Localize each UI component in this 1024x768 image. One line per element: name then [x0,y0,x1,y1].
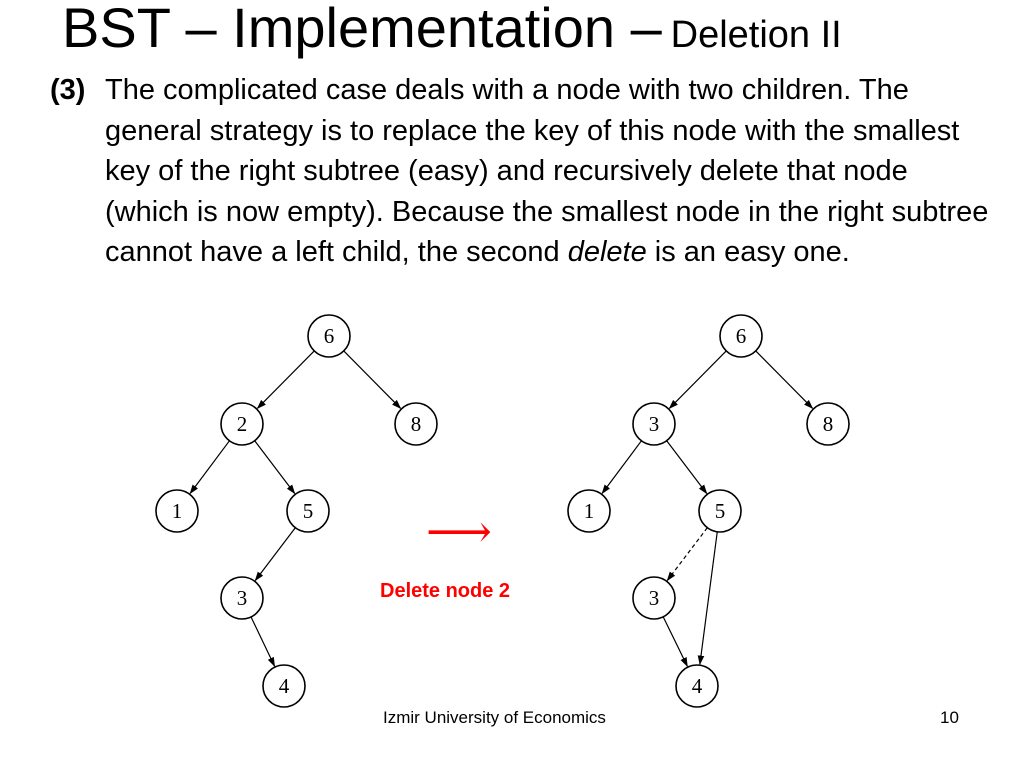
tree-before-node-label-2: 2 [237,412,248,436]
slide-title: BST – Implementation – Deletion II [62,0,842,56]
tree-after-node-4 [675,664,719,708]
slide-footer: Izmir University of Economics [383,708,606,727]
tree-before-edge-2-1 [189,440,230,495]
tree-before-edge-6-8 [343,350,402,410]
tree-after-node-3b [632,576,676,620]
tree-after-edge-3-1 [601,440,642,495]
tree-before-node-label-1: 1 [172,499,183,523]
body-text-emphasis: delete [567,236,647,268]
tree-before-edge-3-4 [250,616,276,668]
tree-after-edge-6-8 [755,350,814,410]
tree-before-node-1 [155,489,199,533]
tree-before-node-5 [286,489,330,533]
tree-after-edge-3-5 [666,440,708,495]
tree-before-edge-5-3 [254,527,296,582]
tree-after-node-3 [632,402,676,446]
tree-before-node-6 [307,314,351,358]
body-paragraph: The complicated case deals with a node w… [105,70,990,273]
tree-after-edge-3b-4 [662,616,688,668]
tree-before-node-8 [394,402,438,446]
tree-after-node-label-4: 4 [692,674,703,698]
tree-before-node-label-3: 3 [237,586,248,610]
transform-caption: Delete node 2 [380,580,511,602]
tree-after-node-label-6: 6 [736,324,747,348]
tree-before-node-label-8: 8 [411,412,422,436]
slide-title-main: BST – Implementation – [62,0,662,59]
tree-after-node-label-3b: 3 [649,586,660,610]
tree-after-edge-5-4 [697,531,718,666]
tree-after-node-label-5: 5 [715,499,726,523]
tree-after: 6 3 8 1 5 3 4 [567,314,850,708]
tree-before-node-label-5: 5 [303,499,314,523]
body-text-part-2: is an easy one. [646,236,850,268]
transform-arrow-icon: ⟶ [426,504,492,558]
tree-before: 6 2 8 1 5 3 4 [155,314,438,708]
body-block: (3) The complicated case deals with a no… [50,70,990,273]
tree-after-node-8 [806,402,850,446]
tree-before-edge-2-5 [254,440,296,495]
tree-after-node-5 [698,489,742,533]
tree-after-node-label-8: 8 [823,412,834,436]
tree-before-edge-6-2 [256,350,315,410]
body-text-part-1: The complicated case deals with a node w… [105,74,989,268]
tree-after-edge-5-3b [666,527,708,582]
tree-after-node-label-3: 3 [649,412,660,436]
tree-after-node-label-1: 1 [584,499,595,523]
tree-before-node-4 [262,664,306,708]
page-number: 10 [940,708,959,727]
tree-before-node-3 [220,576,264,620]
tree-after-node-6 [719,314,763,358]
tree-after-node-1 [567,489,611,533]
tree-after-edge-6-3 [668,350,727,410]
item-marker: (3) [50,74,86,106]
tree-before-node-2 [220,402,264,446]
tree-before-node-label-4: 4 [279,674,290,698]
slide-title-sub: Deletion II [670,14,842,56]
tree-before-node-label-6: 6 [324,324,335,348]
